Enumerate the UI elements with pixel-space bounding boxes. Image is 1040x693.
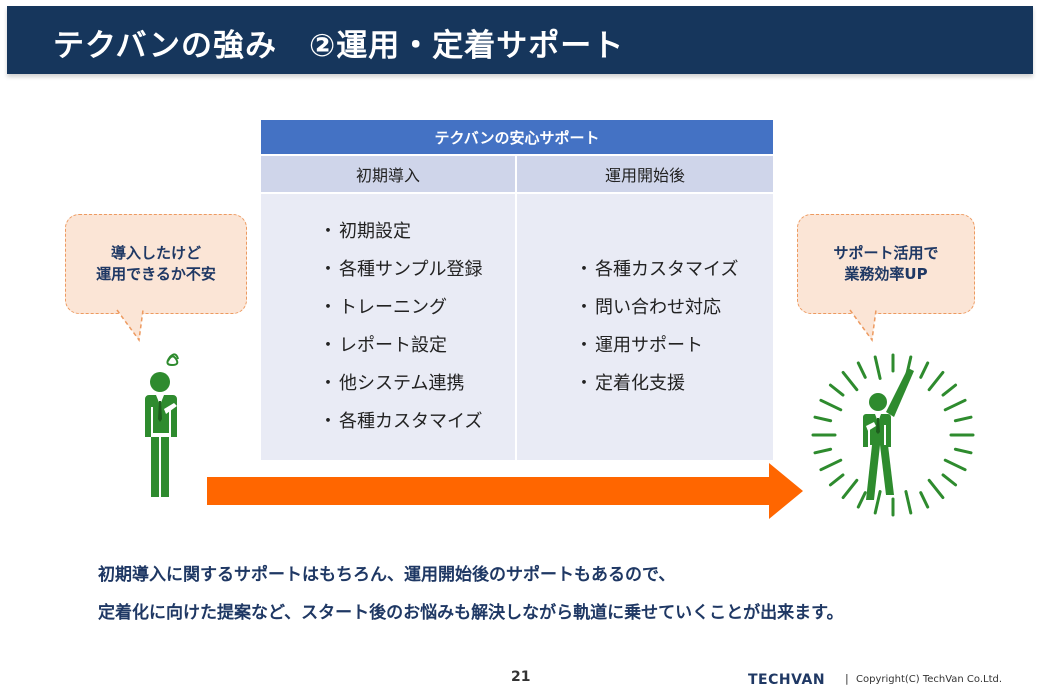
burst-line [873,355,882,380]
burst-line [856,491,867,509]
list-item: 各種カスタマイズ [517,251,773,289]
burst-line [841,478,859,500]
burst-line [943,458,967,472]
bubble-line: 業務効率UP [844,265,928,283]
burst-line [919,491,930,509]
burst-line [919,361,930,379]
initial-support-list: 初期設定 各種サンプル登録 トレーニング レポート設定 他システム連携 各種カス… [261,194,515,460]
column-heading-initial: 初期導入 [261,156,515,192]
list-item: 各種サンプル登録 [261,251,515,289]
burst-line [841,370,859,392]
burst-line [828,473,845,487]
list-item: 定着化支援 [517,365,773,403]
copyright-text: Copyright(C) TechVan Co.Ltd. [856,674,1003,685]
burst-line [927,478,945,500]
column-body-initial: 初期設定 各種サンプル登録 トレーニング レポート設定 他システム連携 各種カス… [261,194,515,460]
slide-title: テクバンの強み ②運用・定着サポート [53,28,625,64]
success-speech-bubble: サポート活用で 業務効率UP [797,214,975,314]
list-item: 問い合わせ対応 [517,289,773,327]
burst-line [819,398,843,412]
burst-line [953,447,973,455]
bubble-line: 運用できるか不安 [96,265,216,283]
burst-line [904,490,913,515]
footer-separator: | [845,672,849,685]
worried-person-icon [145,353,179,497]
column-heading-operation: 運用開始後 [517,156,773,192]
summary-line: 定着化に向けた提案など、スタート後のお悩みも解決しながら軌道に乗せていくことが出… [98,603,844,623]
slide-header: テクバンの強み ②運用・定着サポート [7,6,1033,74]
burst-line [856,361,867,379]
list-item: 運用サポート [517,327,773,365]
list-item: レポート設定 [261,327,515,365]
bubble-tail [849,309,877,342]
burst-line [819,458,843,472]
bubble-line: 導入したけど [110,244,201,262]
bubble-tail [116,309,144,342]
burst-line [873,490,882,515]
progress-arrow-icon [207,463,803,519]
support-table: テクバンの安心サポート 初期導入 運用開始後 初期設定 各種サンプル登録 トレー… [261,120,773,460]
page-number: 21 [511,669,531,685]
worry-speech-bubble: 導入したけど 運用できるか不安 [65,214,247,314]
burst-line [927,370,945,392]
column-body-operation: 各種カスタマイズ 問い合わせ対応 運用サポート 定着化支援 [517,194,773,460]
burst-line [813,447,833,455]
burst-line [941,383,958,397]
bubble-line: サポート活用で [833,244,939,262]
table-title: テクバンの安心サポート [261,120,773,154]
list-item: 初期設定 [261,213,515,251]
burst-line [941,473,958,487]
burst-line [953,415,973,423]
summary-line: 初期導入に関するサポートはもちろん、運用開始後のサポートもあるので、 [98,565,676,585]
burst-line [828,383,845,397]
list-item: 他システム連携 [261,365,515,403]
brand-logo: TECHVAN [748,672,826,688]
burst-line [813,415,833,423]
summary-text: 初期導入に関するサポートはもちろん、運用開始後のサポートもあるので、 定着化に向… [98,556,978,632]
operation-support-list: 各種カスタマイズ 問い合わせ対応 運用サポート 定着化支援 [517,194,773,460]
burst-line [943,398,967,412]
list-item: 各種カスタマイズ [261,403,515,441]
happy-person-icon [811,353,975,517]
list-item: トレーニング [261,289,515,327]
